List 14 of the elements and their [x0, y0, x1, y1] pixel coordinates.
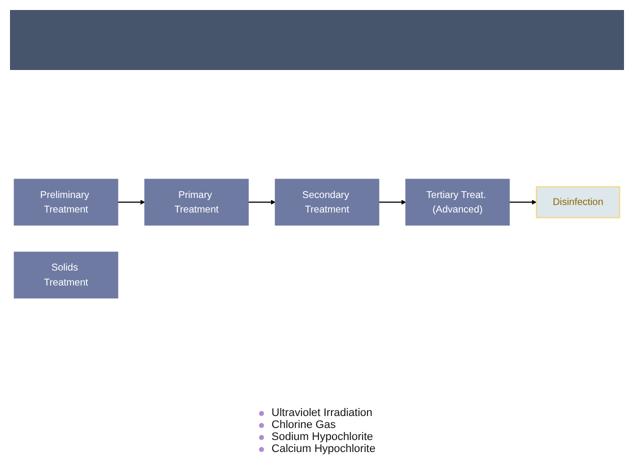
list-item-text: Sodium Hypochlorite	[272, 431, 374, 443]
node-box: Primary Treatment	[144, 178, 249, 226]
list-item-text: Ultraviolet Irradiation	[272, 407, 372, 419]
node-box: Tertiary Treat. (Advanced)	[405, 178, 510, 226]
node-box: Solids Treatment	[14, 252, 118, 298]
list-item-text: Calcium Hypochlorite	[272, 443, 376, 455]
arrow	[118, 200, 146, 204]
node-box: Disinfection	[536, 186, 620, 218]
arrow	[509, 200, 537, 204]
node-box: Preliminary Treatment	[14, 178, 118, 226]
arrow	[378, 200, 406, 204]
list-item-text: Chlorine Gas	[272, 419, 336, 431]
node-box: Secondary Treatment	[274, 178, 380, 226]
arrow	[248, 200, 276, 204]
